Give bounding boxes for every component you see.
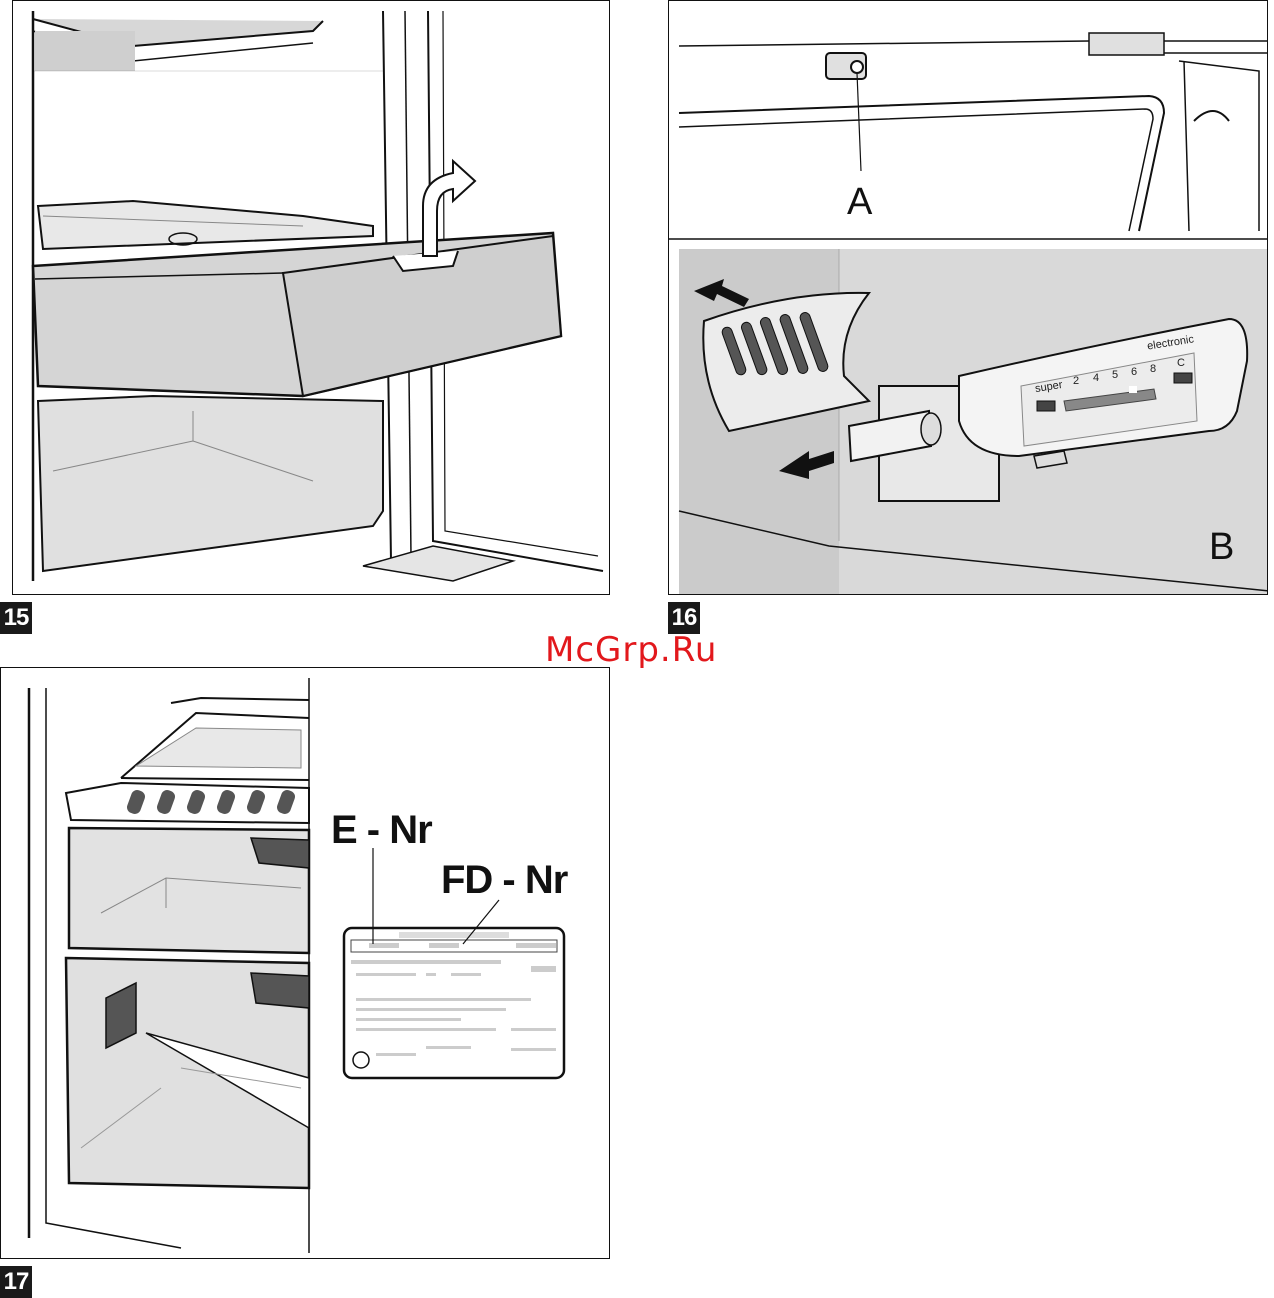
fd-nr-label: FD - Nr (441, 858, 567, 903)
figure-17-number: 17 (0, 1266, 32, 1298)
figure-17-panel: E - Nr FD - Nr (0, 667, 610, 1259)
figure-16-drawing (669, 1, 1268, 595)
control-scale-5: 5 (1112, 369, 1118, 381)
control-scale-6: 6 (1131, 366, 1137, 378)
control-scale-4: 4 (1093, 372, 1099, 384)
watermark-text: McGrp.Ru (545, 630, 717, 670)
control-c-label: C (1177, 357, 1185, 369)
figure-15-drawing (13, 1, 610, 595)
figure-17-drawing (1, 668, 610, 1259)
label-b: B (1209, 526, 1234, 569)
figure-16-panel: A B electronic super 2 4 5 6 8 C (668, 0, 1268, 595)
e-nr-label: E - Nr (331, 808, 432, 853)
figure-15-panel (12, 0, 610, 595)
label-a: A (847, 181, 872, 224)
control-scale-2: 2 (1073, 375, 1079, 387)
control-scale-8: 8 (1150, 363, 1156, 375)
figure-15-number: 15 (0, 602, 32, 634)
